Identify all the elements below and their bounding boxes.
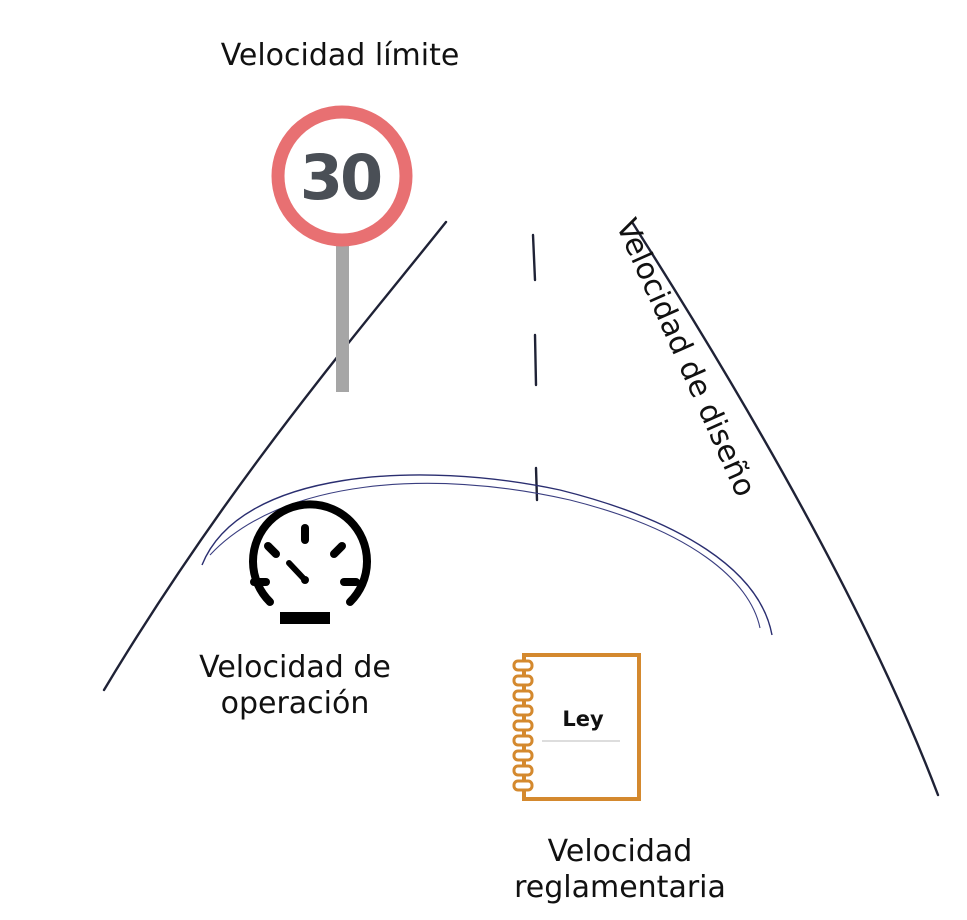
law-book-icon: Ley	[512, 653, 641, 801]
book-title: Ley	[562, 707, 604, 731]
road-right-edge	[630, 220, 940, 797]
road-center-line	[531, 233, 539, 502]
regulatory-speed-label-line2: reglamentaria	[514, 870, 726, 905]
sign-pole	[336, 240, 349, 392]
speedometer-icon	[249, 500, 371, 624]
regulatory-speed-label-line1: Velocidad	[547, 834, 693, 869]
road-curve-arc	[201, 474, 773, 636]
road-left-edge	[102, 220, 448, 692]
speed-limit-label: Velocidad límite	[220, 38, 460, 73]
regulatory-speed-label: Velocidad reglamentaria	[495, 834, 745, 906]
sign-ring	[271, 105, 413, 247]
operating-speed-label-line2: operación	[220, 686, 370, 721]
sign-value: 30	[300, 141, 381, 214]
book-binding-rings	[512, 659, 534, 792]
operating-speed-label-line1: Velocidad de	[199, 650, 391, 685]
speed-limit-sign-icon: 30	[271, 105, 413, 392]
book-cover	[522, 653, 641, 801]
operating-speed-label: Velocidad de operación	[185, 650, 405, 722]
